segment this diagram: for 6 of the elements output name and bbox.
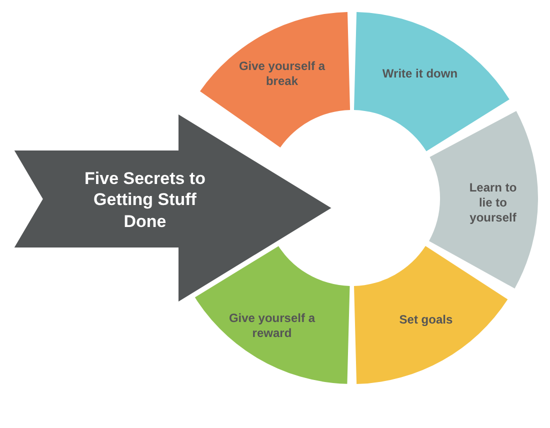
segment-label: Write it down bbox=[381, 66, 459, 82]
segment-label: Set goals bbox=[398, 312, 454, 328]
segment-label: Learn to lie to yourself bbox=[468, 180, 518, 226]
segment-label: Give yourself a break bbox=[238, 58, 326, 89]
title-text: Five Secrets to Getting Stuff Done bbox=[84, 168, 206, 232]
segment-label: Give yourself a reward bbox=[228, 311, 316, 341]
